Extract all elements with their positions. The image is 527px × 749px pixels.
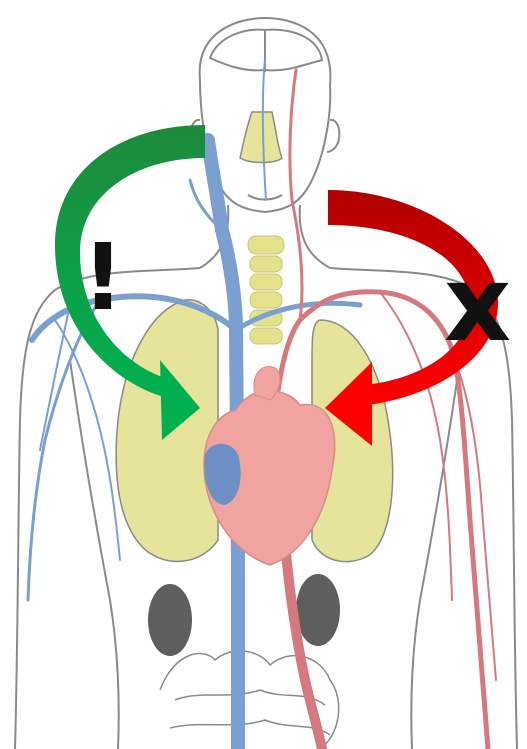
left-kidney <box>148 584 192 656</box>
right-kidney <box>296 574 340 646</box>
exclamation-marker: ! <box>82 232 124 324</box>
x-marker: x <box>444 252 511 356</box>
